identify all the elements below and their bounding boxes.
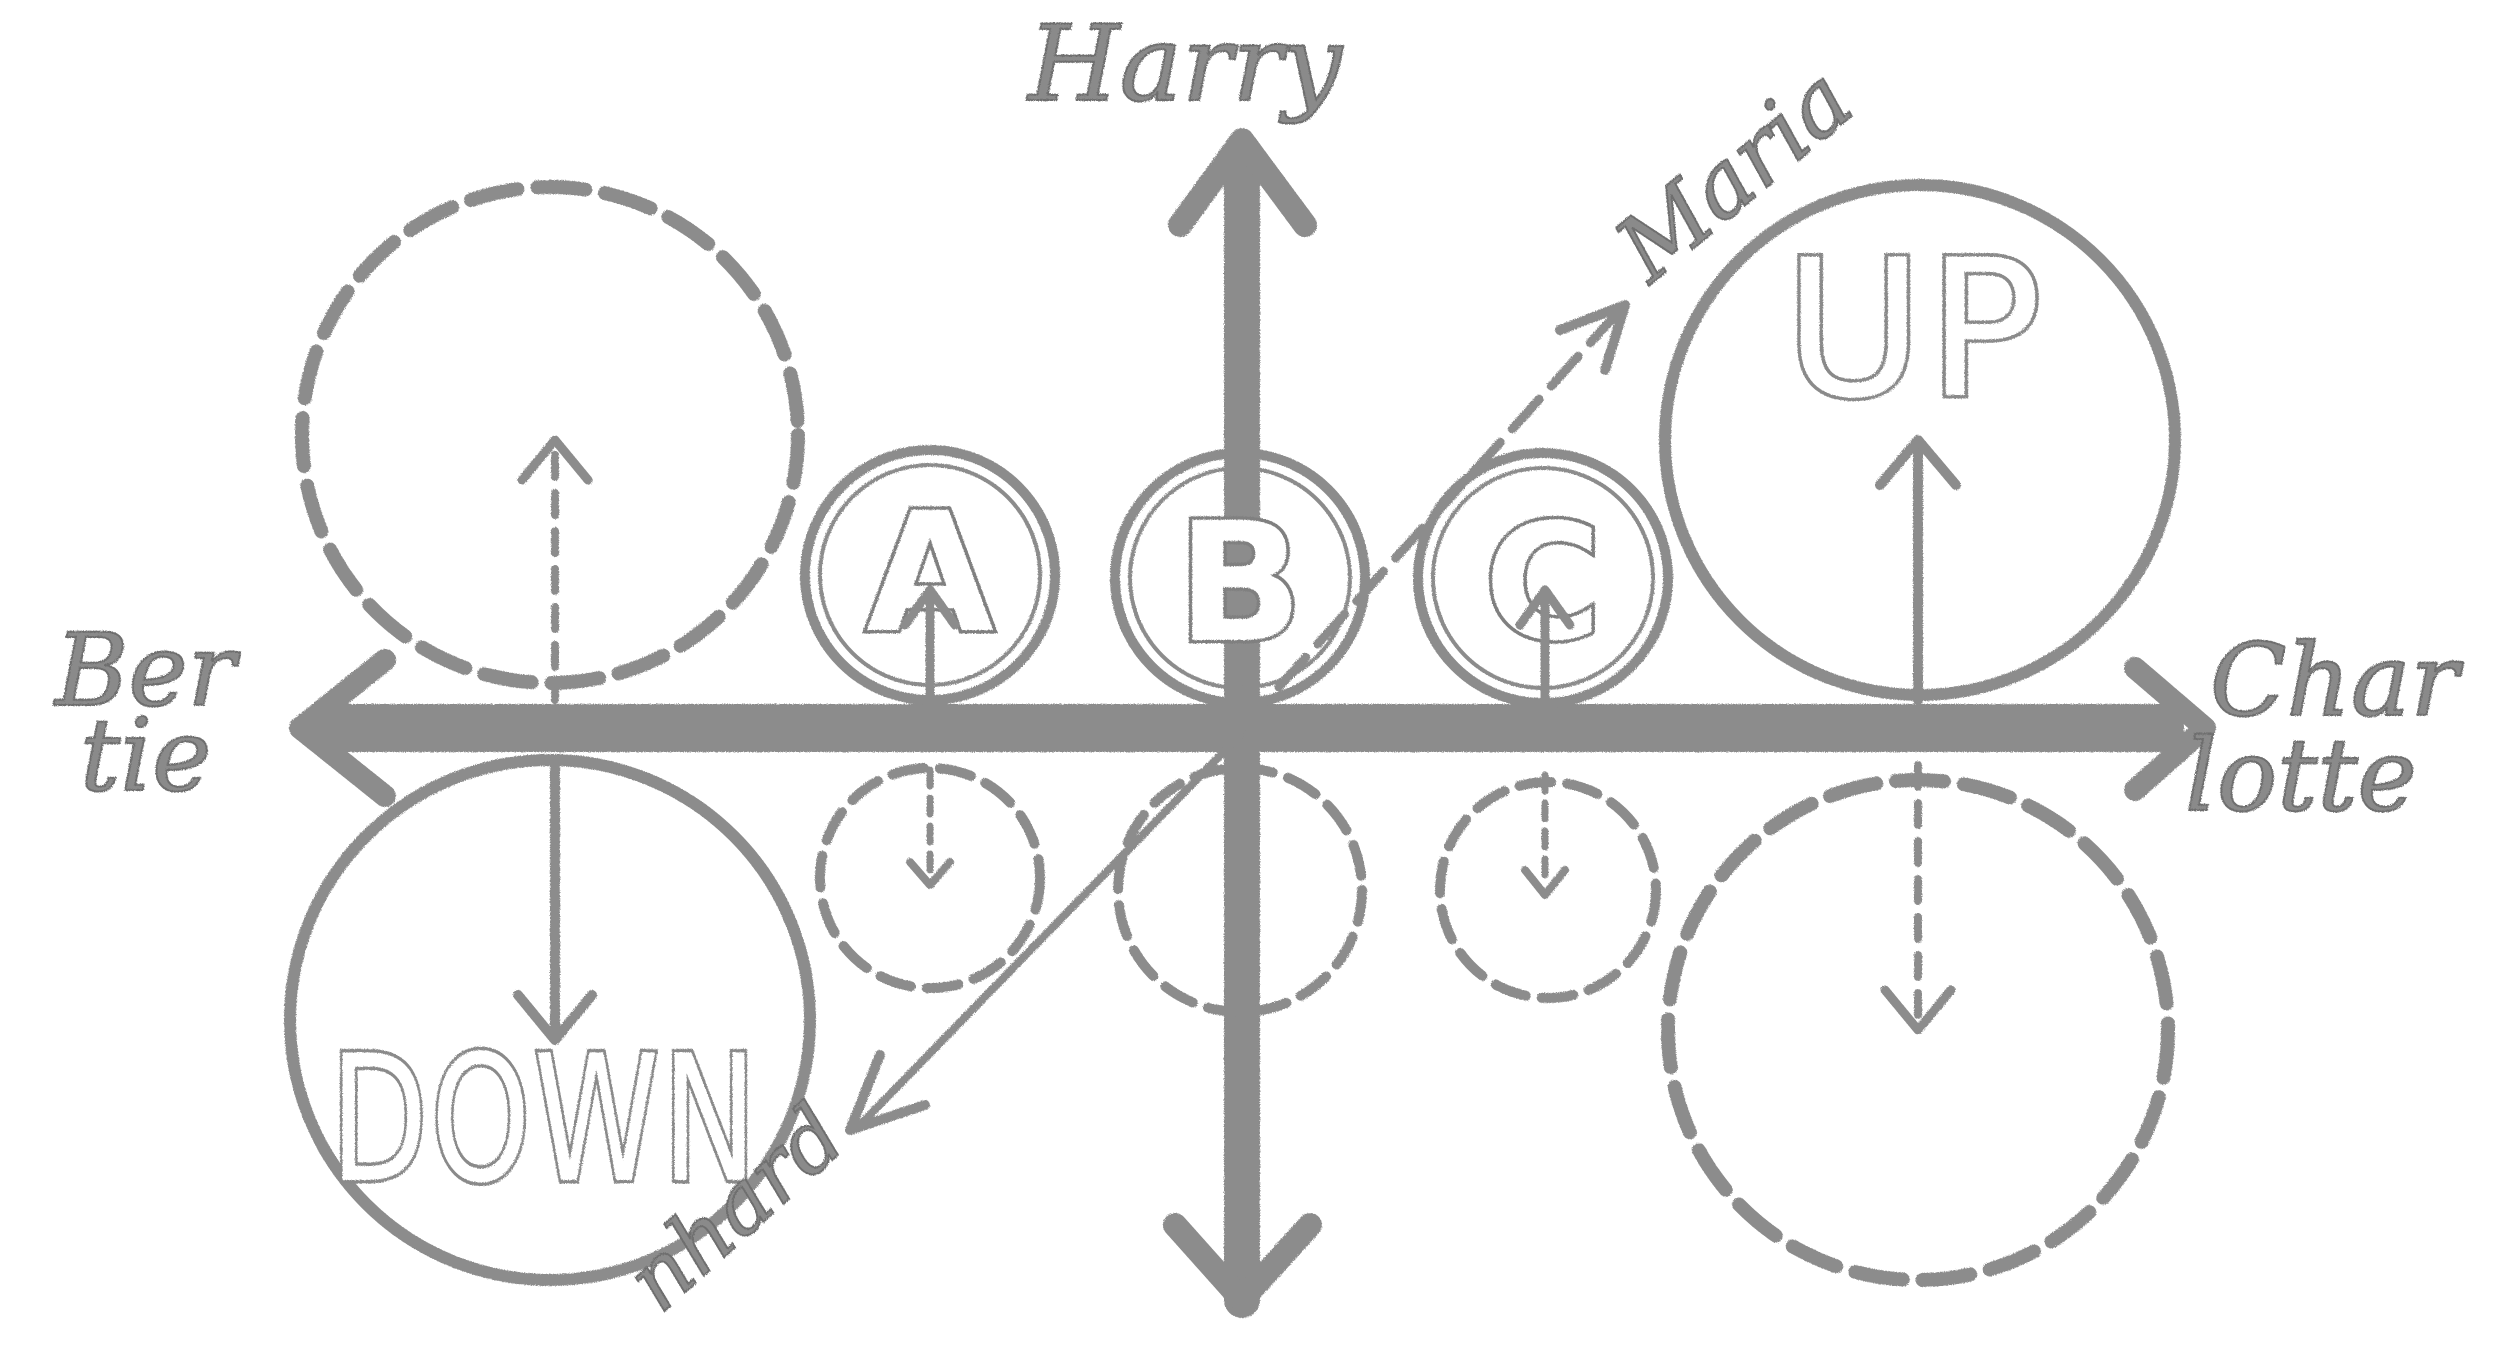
label-b: B	[1177, 487, 1303, 679]
bottom-arrowhead	[1163, 1213, 1322, 1312]
column-c: C	[1413, 448, 1673, 1003]
left-column: DOWN	[284, 180, 816, 1286]
label-bertie-line2: tie	[80, 697, 211, 814]
left-arrowhead	[289, 649, 396, 807]
right-arrowhead	[2124, 657, 2216, 801]
label-charlotte-line2: lotte	[2185, 717, 2417, 834]
down-label: DOWN	[330, 1019, 760, 1222]
right-column: UP	[1659, 179, 2181, 1287]
column-b: B	[1110, 448, 1370, 1017]
top-arrowhead	[1168, 128, 1317, 237]
label-charlotte-line1: Char	[2210, 622, 2464, 739]
up-label: UP	[1784, 219, 2046, 440]
handwritten-labels: Harry Maria Ber tie Char lotte nhard	[52, 2, 2465, 1332]
diagonal-arrow-up-right	[1235, 300, 1630, 735]
label-harry: Harry	[1026, 3, 1344, 125]
diagonal-arrow-down-left	[845, 731, 1244, 1135]
left-dashed-circle	[295, 180, 805, 690]
circle-a-dashed	[815, 763, 1045, 993]
circle-b-dashed	[1113, 763, 1367, 1017]
column-a: A	[800, 445, 1060, 993]
circle-b	[1110, 448, 1370, 708]
label-bertie-line1: Ber	[53, 612, 241, 729]
